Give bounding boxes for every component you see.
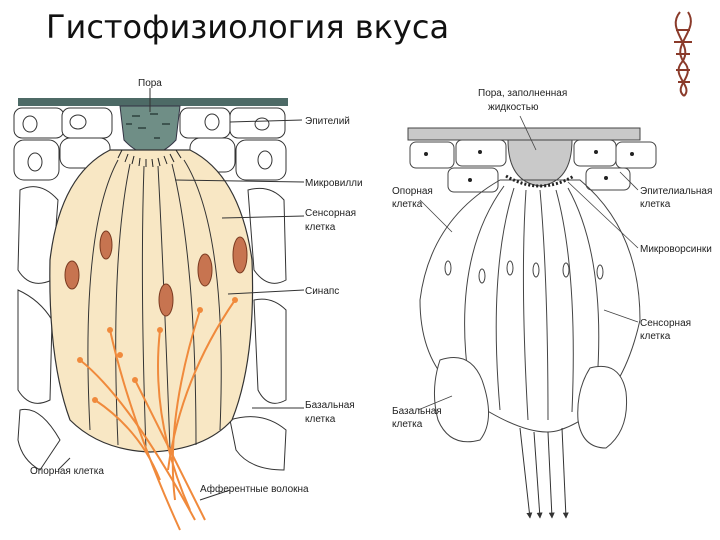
taste-bud-body-outline bbox=[419, 179, 641, 433]
label-synapse: Синапс bbox=[305, 286, 339, 297]
label-sensory-cell-line1: Сенсорная bbox=[305, 208, 356, 219]
inner-cells bbox=[464, 185, 600, 421]
label-basal-cell-line1: Базальная bbox=[305, 400, 355, 411]
afferent-fibers bbox=[79, 299, 236, 531]
label-fluid-pore-line1: Пора, заполненная bbox=[478, 88, 567, 99]
epithelium-surface bbox=[18, 98, 288, 106]
taste-bud-body bbox=[49, 149, 254, 453]
microvilli bbox=[117, 149, 182, 168]
right-taste-bud-diagram: Пора, заполненная жидкостью Опорная клет… bbox=[392, 88, 712, 519]
label-sensory-cell-right-line1: Сенсорная bbox=[640, 318, 691, 329]
label-microvilli: Микровилли bbox=[305, 178, 363, 189]
label-sensory-cell-line2: клетка bbox=[305, 222, 336, 233]
label-basal-cell-right-line2: клетка bbox=[392, 419, 423, 430]
label-support-cell-line2: клетка bbox=[392, 199, 423, 210]
left-taste-bud-diagram: Пора Эпителий Микровилли Сенсорная клетк… bbox=[13, 78, 363, 531]
label-afferent-fibers: Афферентные волокна bbox=[200, 483, 309, 495]
label-epithelial-cell-line1: Эпителиальная bbox=[640, 186, 712, 197]
label-epithelium: Эпителий bbox=[305, 116, 350, 127]
surrounding-cells bbox=[17, 186, 287, 471]
cell-nuclei bbox=[64, 230, 248, 317]
label-fluid-pore-line2: жидкостью bbox=[488, 102, 539, 113]
nerve-fibers bbox=[519, 427, 569, 519]
label-microvilli-right: Микроворсинки bbox=[640, 244, 712, 255]
label-basal-cell-right-line1: Базальная bbox=[392, 406, 442, 417]
label-sensory-cell-right-line2: клетка bbox=[640, 331, 671, 342]
label-support-cell-line1: Опорная bbox=[392, 186, 433, 197]
label-basal-cell-line2: клетка bbox=[305, 414, 336, 425]
basal-cells bbox=[434, 357, 628, 449]
page-title: Гистофизиология вкуса bbox=[46, 8, 450, 46]
taste-pore bbox=[119, 105, 181, 155]
fluid-filled-pore bbox=[507, 139, 573, 187]
double-helix-icon bbox=[674, 11, 692, 97]
label-epithelial-cell-line2: клетка bbox=[640, 199, 671, 210]
surface-layer bbox=[407, 127, 641, 141]
label-pore: Пора bbox=[138, 78, 162, 89]
microvilli-fringe bbox=[505, 174, 575, 188]
label-support-cell: Опорная клетка bbox=[30, 466, 104, 477]
